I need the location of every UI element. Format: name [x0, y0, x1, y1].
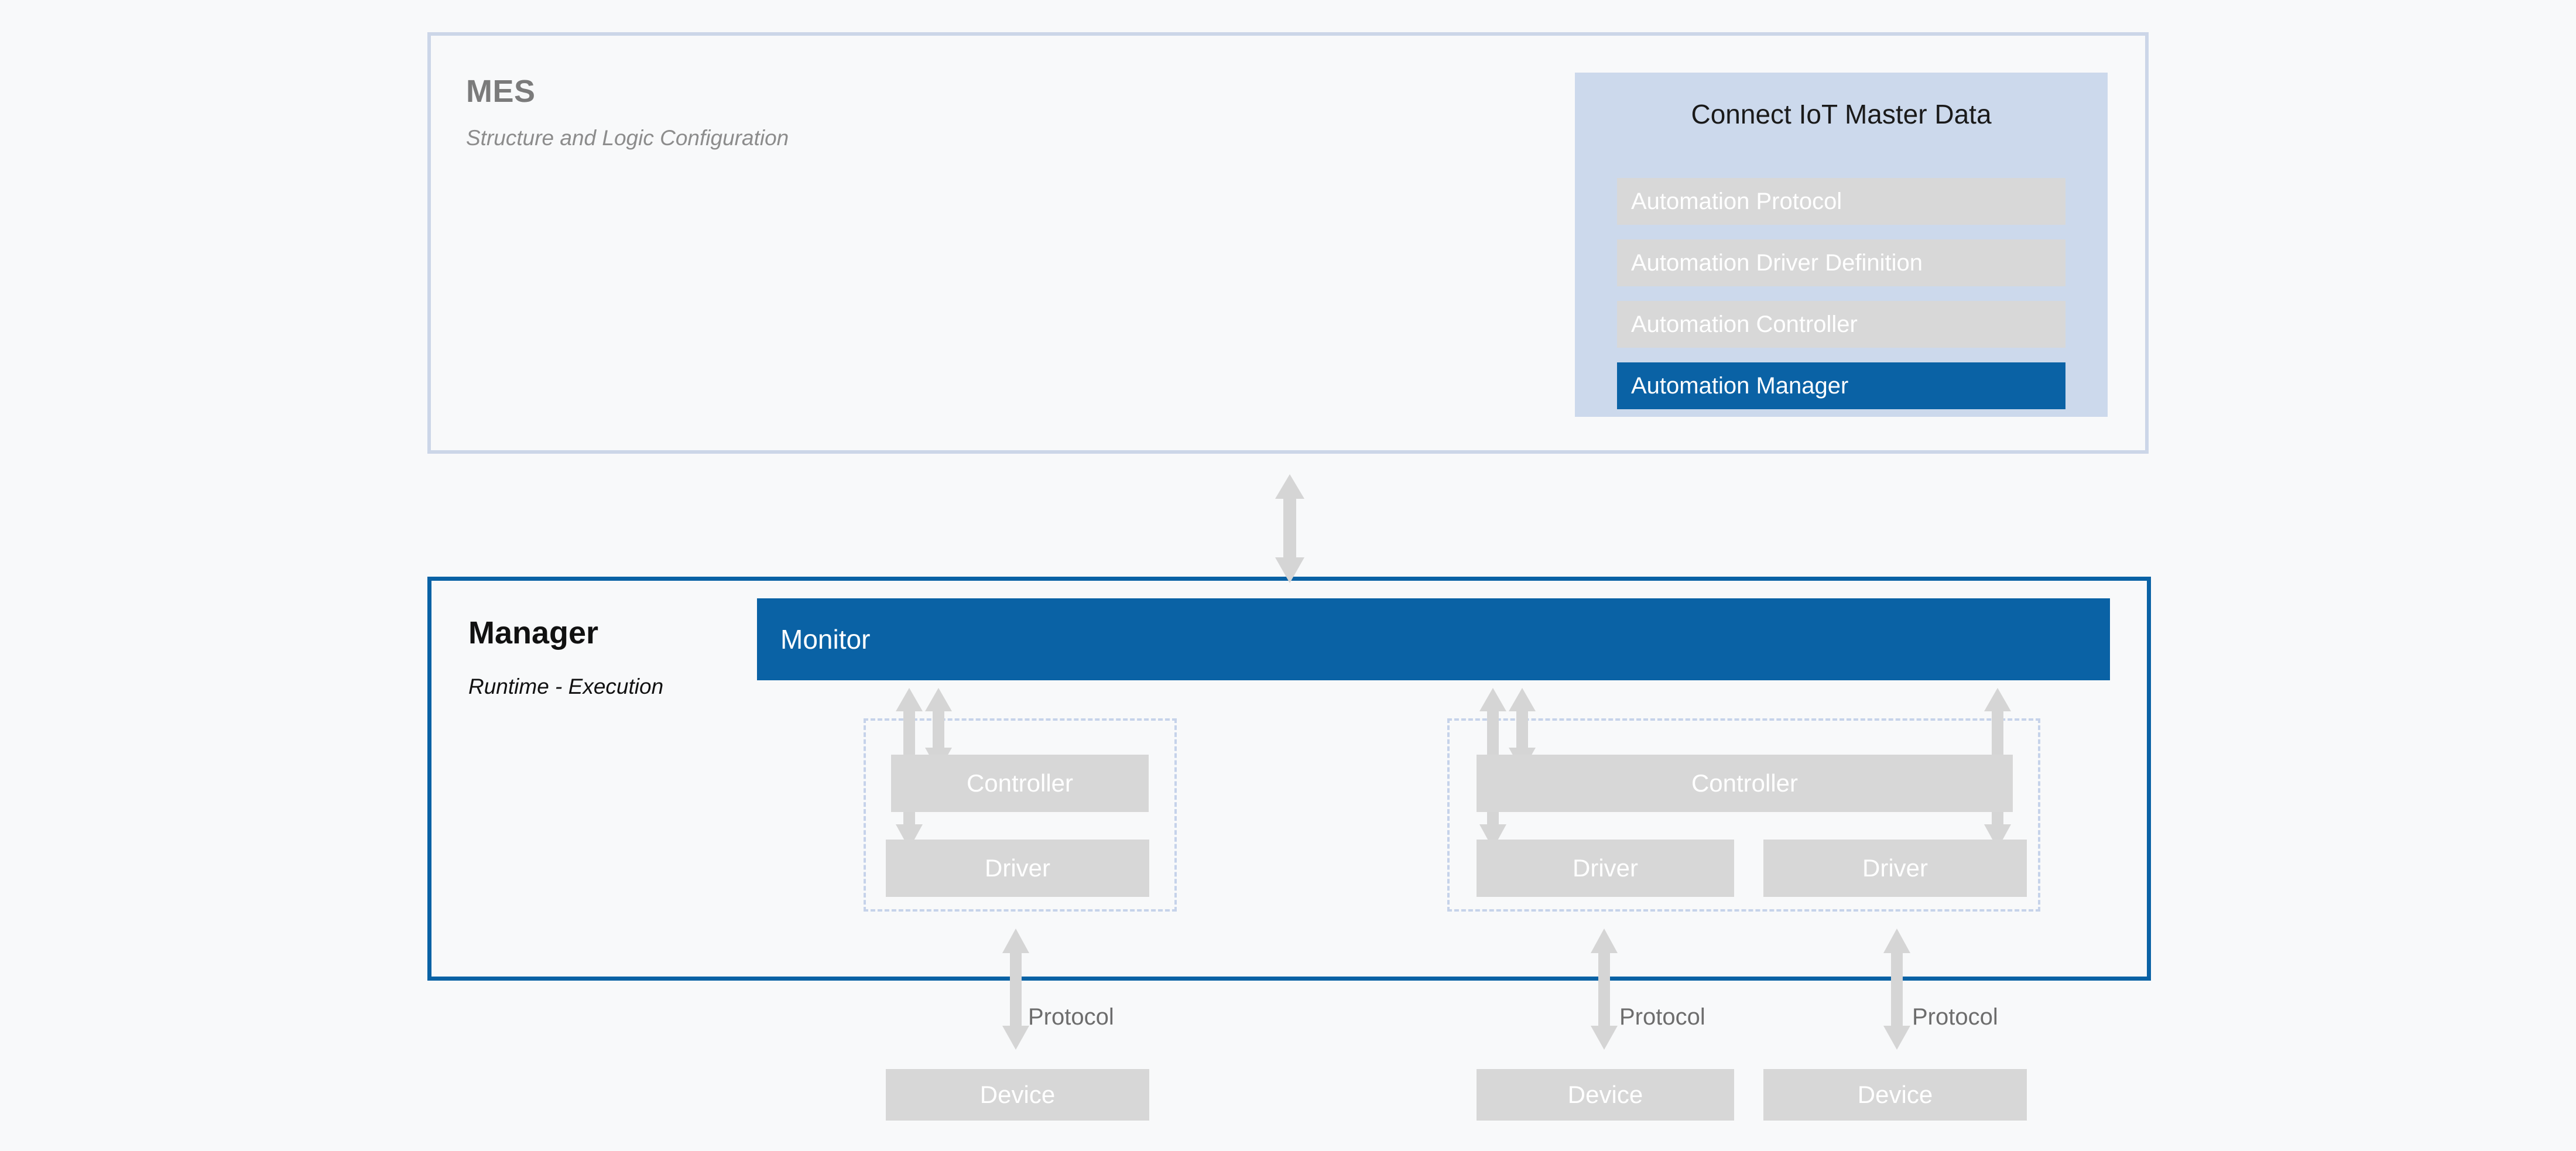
mes-subtitle: Structure and Logic Configuration — [466, 126, 789, 150]
protocol-label-3: Protocol — [1912, 1004, 1998, 1030]
master-data-item-automation-driver-definition[interactable]: Automation Driver Definition — [1617, 239, 2065, 286]
driver-block-right-2[interactable]: Driver — [1763, 840, 2027, 897]
mes-manager-connector-arrow — [1275, 474, 1304, 583]
automation-group-left — [864, 718, 1177, 912]
monitor-bar[interactable]: Monitor — [757, 598, 2110, 680]
manager-subtitle: Runtime - Execution — [468, 674, 664, 698]
master-data-item-automation-protocol[interactable]: Automation Protocol — [1617, 178, 2065, 225]
controller-block-left[interactable]: Controller — [891, 755, 1149, 812]
master-data-item-automation-manager[interactable]: Automation Manager — [1617, 362, 2065, 409]
protocol-label-2: Protocol — [1619, 1004, 1705, 1030]
connect-iot-title: Connect IoT Master Data — [1691, 99, 1992, 129]
mes-title: MES — [466, 74, 536, 109]
protocol-label-1: Protocol — [1028, 1004, 1114, 1030]
driver-block-right-1[interactable]: Driver — [1477, 840, 1734, 897]
manager-title: Manager — [468, 615, 599, 650]
monitor-label: Monitor — [780, 624, 871, 655]
device-block-1[interactable]: Device — [886, 1069, 1149, 1121]
device-block-2[interactable]: Device — [1477, 1069, 1734, 1121]
driver-block-left-1[interactable]: Driver — [886, 840, 1149, 897]
device-block-3[interactable]: Device — [1763, 1069, 2027, 1121]
automation-group-right — [1447, 718, 2040, 912]
connect-iot-master-data-panel: Connect IoT Master Data Automation Proto… — [1575, 73, 2108, 417]
master-data-item-automation-controller[interactable]: Automation Controller — [1617, 301, 2065, 348]
controller-block-right[interactable]: Controller — [1477, 755, 2013, 812]
